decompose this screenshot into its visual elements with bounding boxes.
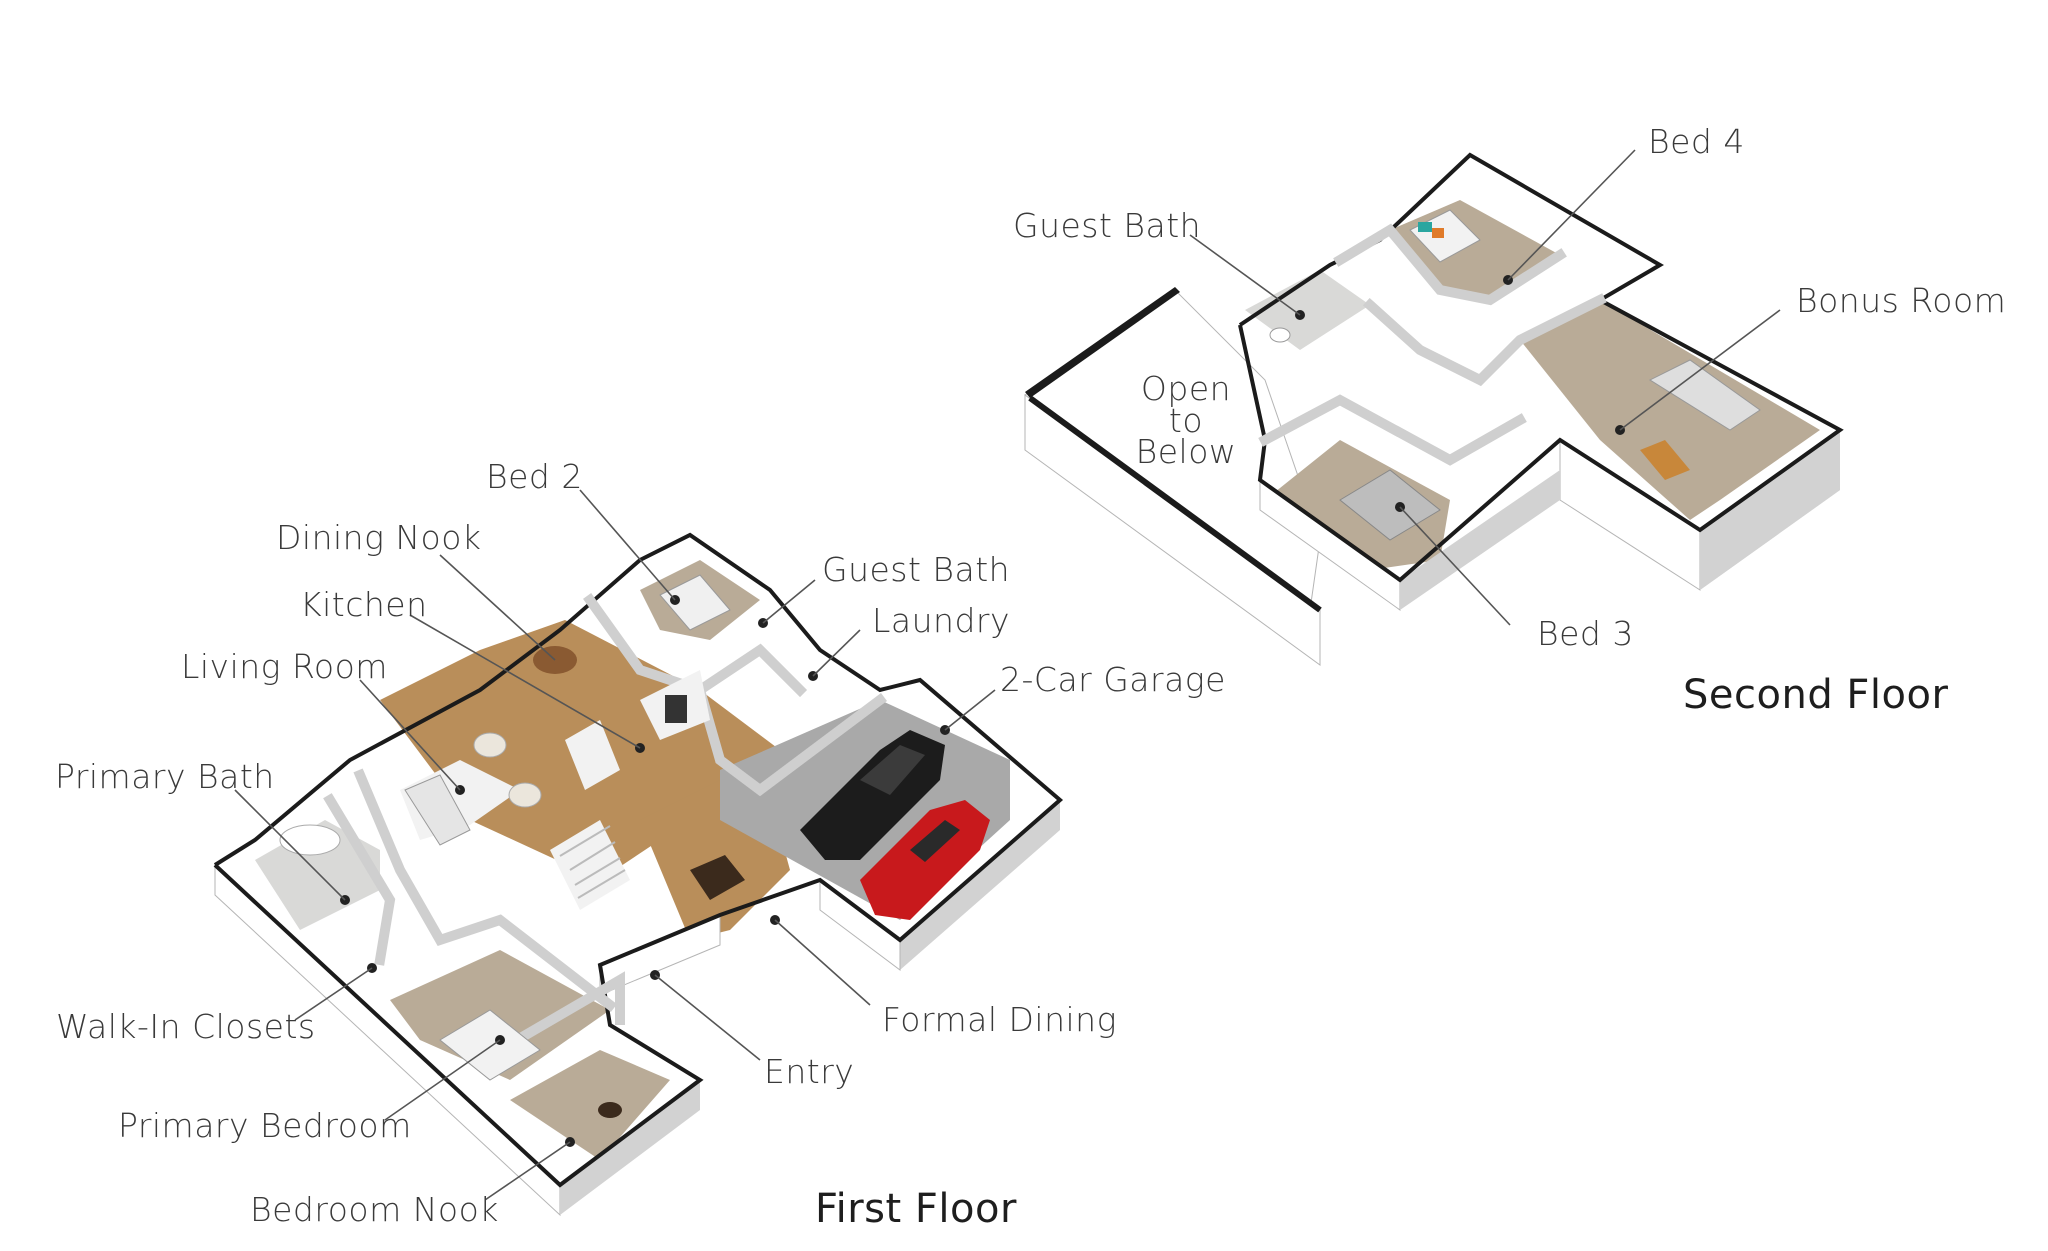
bed3-right-wall [1400,470,1560,610]
bed4-pillow [1418,222,1432,232]
first-floor-interior-walls [353,768,618,1013]
first-floor-bottom-wall [560,1080,700,1215]
bath-tub [279,824,341,856]
bedroom-nook-floor [510,1050,670,1160]
dining-table [690,855,745,900]
label-open-to-below-1: Open [1141,369,1231,408]
second-floor-labels: Bed 4 Guest Bath Bonus Room Bed 3 Open t… [1013,122,2006,718]
black-car [800,730,945,860]
label-dining-nook: Dining Nook [276,518,482,557]
label-kitchen: Kitchen [300,585,428,624]
label-bonus-room: Bonus Room [1796,281,2006,320]
bonus-sofa [1648,359,1761,431]
living-chair-2 [508,782,542,808]
first-floor-leaders [234,489,996,1201]
living-chair [473,732,507,758]
label-walk-in-closets: Walk-In Closets [56,1007,316,1046]
label-bed4: Bed 4 [1648,122,1745,161]
second-floor-bonus-wall [1700,430,1840,590]
bonus-table [1640,440,1690,480]
label-bedroom-nook: Bedroom Nook [250,1190,499,1229]
label-garage: 2-Car Garage [1000,660,1226,699]
garage-front-wall [900,800,1060,970]
label-bed3: Bed 3 [1537,614,1634,653]
open-to-below-edge [1028,395,1322,613]
second-floor-leaders [1189,149,1781,626]
first-floor-interior-walls-5 [493,971,625,1057]
label-primary-bedroom: Primary Bedroom [118,1106,412,1145]
label-guest-bath-second: Guest Bath [1013,206,1201,245]
range [665,695,687,723]
label-primary-bath: Primary Bath [55,757,275,796]
first-floor-outer-wall-top [213,532,1064,1188]
primary-bed [439,1009,541,1081]
first-floor-model [213,489,1064,1217]
nook-table [598,1102,622,1118]
label-open-to-below-2: to [1169,401,1203,440]
bed4-floor [1390,200,1560,300]
bed4-pillow-2 [1432,228,1444,238]
first-floor-interior-walls-3 [693,683,887,797]
upstairs-toilet [1269,327,1291,343]
label-laundry: Laundry [872,601,1010,640]
second-floor-interior-walls [1333,223,1567,306]
bed2-bed [659,574,731,631]
kitchen-island [565,720,620,790]
red-car [860,800,990,920]
first-floor-labels: Bed 2 Dining Nook Kitchen Living Room Pr… [55,457,1226,1232]
label-entry: Entry [764,1052,854,1091]
second-floor-interior-walls-3 [1258,394,1527,466]
second-floor-model [1024,149,1844,666]
living-sofa [404,774,471,846]
label-guest-bath-first: Guest Bath [822,550,1010,589]
first-floor-interior-walls-4 [323,793,396,966]
open-to-below-top [1025,287,1180,398]
second-floor-title: Second Floor [1683,672,1948,718]
first-floor-stairs [550,820,630,910]
primary-bedroom-floor [390,950,610,1080]
first-floor-title: First Floor [815,1186,1017,1232]
bonus-room-floor [1520,300,1820,520]
second-floor-interior-walls-2 [1362,293,1607,387]
label-living-room: Living Room [181,647,388,686]
label-formal-dining: Formal Dining [882,1000,1117,1039]
label-bed2: Bed 2 [486,457,583,496]
label-open-to-below-3: Below [1136,432,1237,471]
